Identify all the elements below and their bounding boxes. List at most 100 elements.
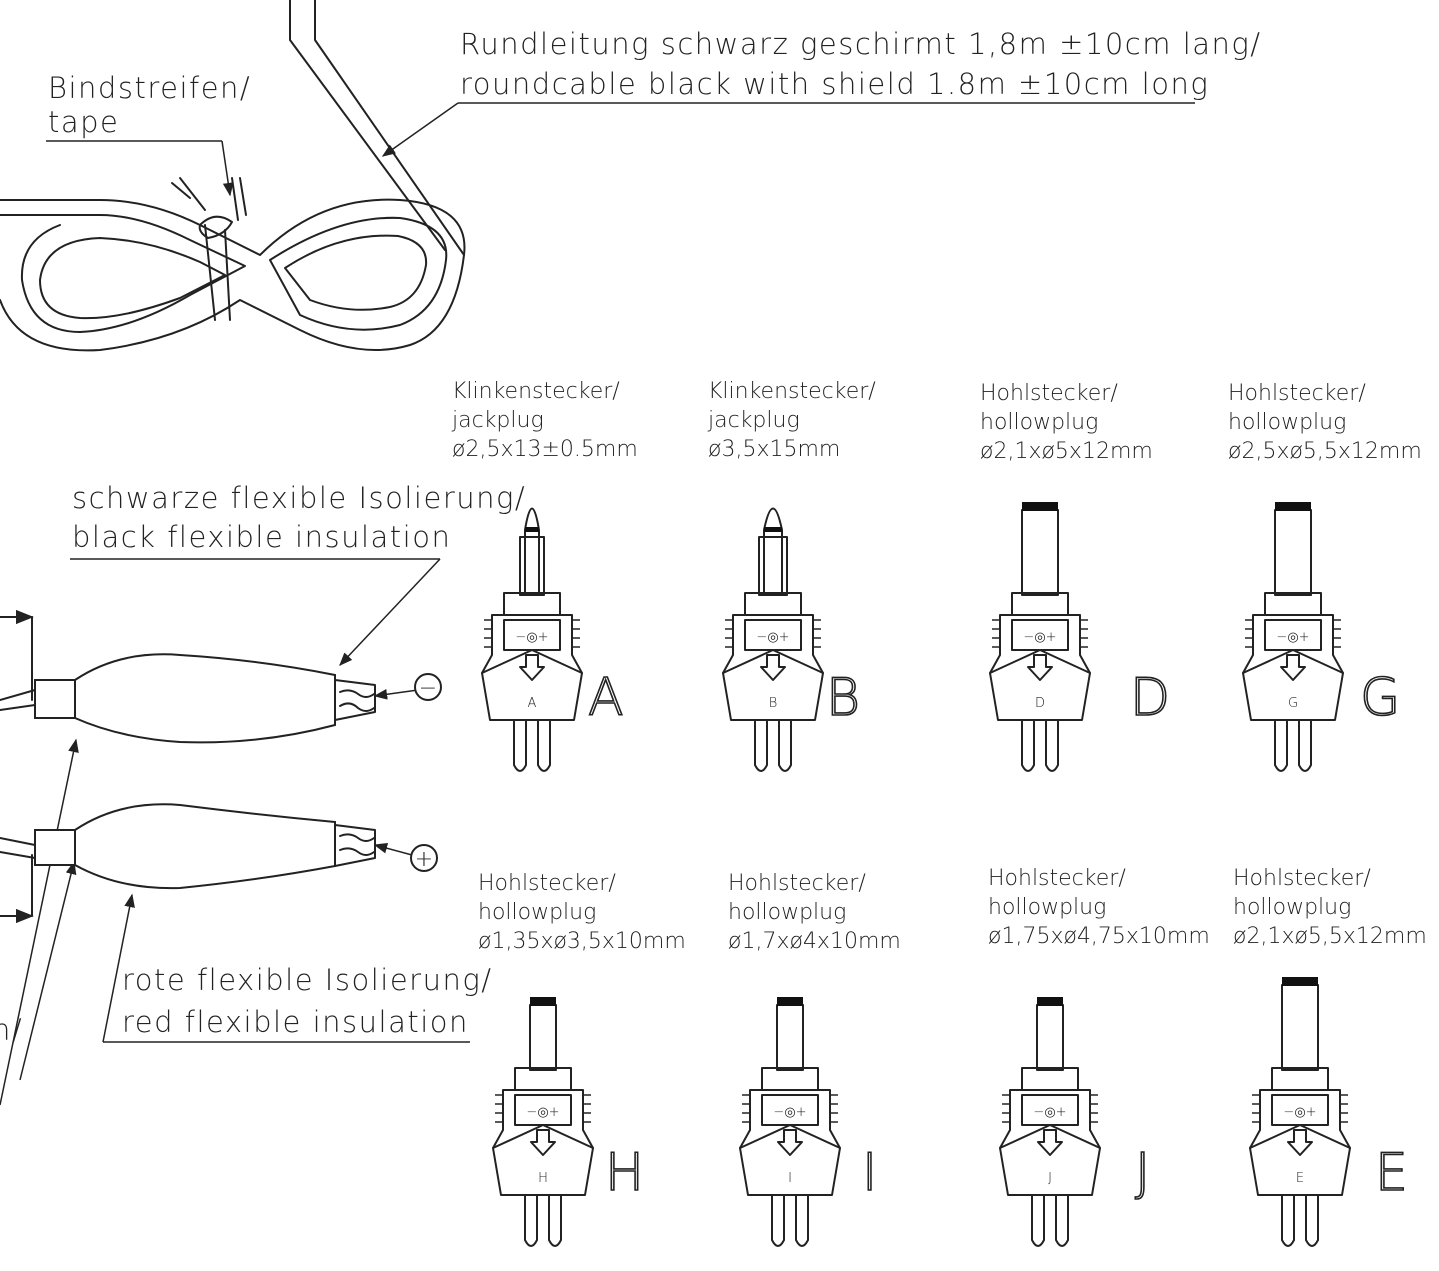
plug-name-en: jackplug xyxy=(451,408,544,433)
black-clip: − xyxy=(0,609,442,744)
body-facet xyxy=(492,1124,594,1149)
plug-body-letter: A xyxy=(528,696,537,711)
prong xyxy=(1045,719,1059,772)
polarity-badge xyxy=(744,619,802,651)
polarity-symbol: −◎+ xyxy=(1023,630,1056,645)
insert-arrow-icon xyxy=(519,654,545,681)
plug-size: ø2,1xø5x12mm xyxy=(980,439,1153,464)
plug-size: ø2,5xø5,5x12mm xyxy=(1228,439,1422,464)
plug-body-letter: B xyxy=(769,696,778,711)
insert-arrow-icon xyxy=(1037,1129,1063,1156)
plug-body-letter: I xyxy=(788,1171,792,1186)
red-insulation-label-de: rote flexible Isolierung/ xyxy=(122,963,493,997)
plug-size: ø1,35xø3,5x10mm xyxy=(478,929,686,954)
barrel-tip xyxy=(1022,502,1058,511)
barrel-tip xyxy=(530,997,556,1006)
body-facet xyxy=(739,1124,841,1149)
plug-body-letter: J xyxy=(1048,1171,1052,1186)
plug-collar xyxy=(1021,1067,1079,1091)
plug-letter: I xyxy=(862,1143,877,1203)
plug-e: Hohlstecker/hollowplugø2,1xø5,5x12mm−◎+E… xyxy=(1233,866,1427,1247)
polarity-badge xyxy=(503,619,561,651)
red-insulation-label-en: red flexible insulation xyxy=(122,1005,469,1039)
tape-label-en: tape xyxy=(48,105,119,139)
tape-label-de: Bindstreifen/ xyxy=(48,71,251,105)
body-facet xyxy=(722,649,824,674)
insert-arrow-icon xyxy=(1280,654,1306,681)
plug-collar xyxy=(744,592,802,616)
insert-arrow-icon xyxy=(777,1129,803,1156)
prong xyxy=(1281,1194,1295,1247)
jack-ring xyxy=(764,527,782,532)
plug-body-letter: H xyxy=(538,1171,548,1186)
prong xyxy=(1305,1194,1319,1247)
plug-name-en: hollowplug xyxy=(1228,410,1346,435)
barrel xyxy=(776,1004,804,1071)
plug-h: Hohlstecker/hollowplugø1,35xø3,5x10mm−◎+… xyxy=(478,871,686,1247)
plug-name-de: Hohlstecker/ xyxy=(1228,381,1366,406)
body-facet xyxy=(1249,1124,1351,1149)
plug-j: Hohlstecker/hollowplugø1,75xø4,75x10mm−◎… xyxy=(988,866,1210,1247)
polarity-symbol: −◎+ xyxy=(773,1105,806,1120)
plug-name-de: Klinkenstecker/ xyxy=(708,379,876,404)
plug-collar xyxy=(503,592,561,616)
prong xyxy=(548,1194,562,1247)
plug-name-en: hollowplug xyxy=(478,900,596,925)
plug-name-en: hollowplug xyxy=(980,410,1098,435)
polarity-symbol: −◎+ xyxy=(1033,1105,1066,1120)
black-insulation-label-en: black flexible insulation xyxy=(72,520,451,554)
prong xyxy=(771,1194,785,1247)
plug-g: Hohlstecker/hollowplug ø2,5xø5,5x12mm −◎+ G… xyxy=(1228,381,1422,772)
plug-collar xyxy=(1264,592,1322,616)
polarity-symbol: −◎+ xyxy=(1276,630,1309,645)
coiled-cable xyxy=(0,0,466,352)
barrel xyxy=(1021,509,1059,596)
body-facet xyxy=(481,649,583,674)
body-facet xyxy=(989,649,1091,674)
prong xyxy=(1031,1194,1045,1247)
plug-name-de: Hohlstecker/ xyxy=(988,866,1126,891)
plug-name-de: Klinkenstecker/ xyxy=(452,379,620,404)
plug-size: ø1,75xø4,75x10mm xyxy=(988,924,1210,949)
barrel xyxy=(1274,509,1312,596)
polarity-badge xyxy=(1264,619,1322,651)
cable-callout: Rundleitung schwarz geschirmt 1,8m ±10cm… xyxy=(381,27,1260,157)
plug-name-en: hollowplug xyxy=(728,900,846,925)
polarity-badge xyxy=(514,1094,572,1126)
plug-size: ø2,5x13±0.5mm xyxy=(452,437,638,462)
polarity-symbol: −◎+ xyxy=(756,630,789,645)
plug-collar xyxy=(1011,592,1069,616)
plug-a: Klinkenstecker/jackplugø2,5x13±0.5mm−◎+A… xyxy=(451,379,638,772)
plug-letter: G xyxy=(1360,668,1400,728)
cut-label: n/ xyxy=(0,1013,23,1047)
plug-collar xyxy=(514,1067,572,1091)
body-facet xyxy=(999,1124,1101,1149)
plug-body-letter: G xyxy=(1288,696,1298,711)
plug-letter: B xyxy=(826,668,860,728)
barrel-tip xyxy=(1037,997,1063,1006)
plug-letter: J xyxy=(1135,1143,1150,1203)
insulation-callouts: schwarze flexible Isolierung/ black flex… xyxy=(0,481,525,1106)
jack-ring xyxy=(525,527,539,532)
plug-name-de: Hohlstecker/ xyxy=(728,871,866,896)
plug-body-letter: D xyxy=(1035,696,1045,711)
prong xyxy=(1021,719,1035,772)
polarity-badge xyxy=(761,1094,819,1126)
barrel xyxy=(1281,984,1319,1071)
minus-symbol: − xyxy=(419,676,437,701)
barrel-tip xyxy=(777,997,803,1006)
plug-name-de: Hohlstecker/ xyxy=(1233,866,1371,891)
prong xyxy=(778,719,792,772)
plug-letter: E xyxy=(1375,1143,1408,1203)
plus-symbol: + xyxy=(415,847,433,872)
jack-sleeve xyxy=(519,536,545,596)
plug-name-en: hollowplug xyxy=(1233,895,1351,920)
plug-letter: H xyxy=(605,1143,644,1203)
polarity-badge xyxy=(1021,1094,1079,1126)
plug-grid: Klinkenstecker/jackplug ø2,5x13±0.5mm −◎+ A… xyxy=(451,379,1427,1247)
barrel-tip xyxy=(1282,977,1318,986)
